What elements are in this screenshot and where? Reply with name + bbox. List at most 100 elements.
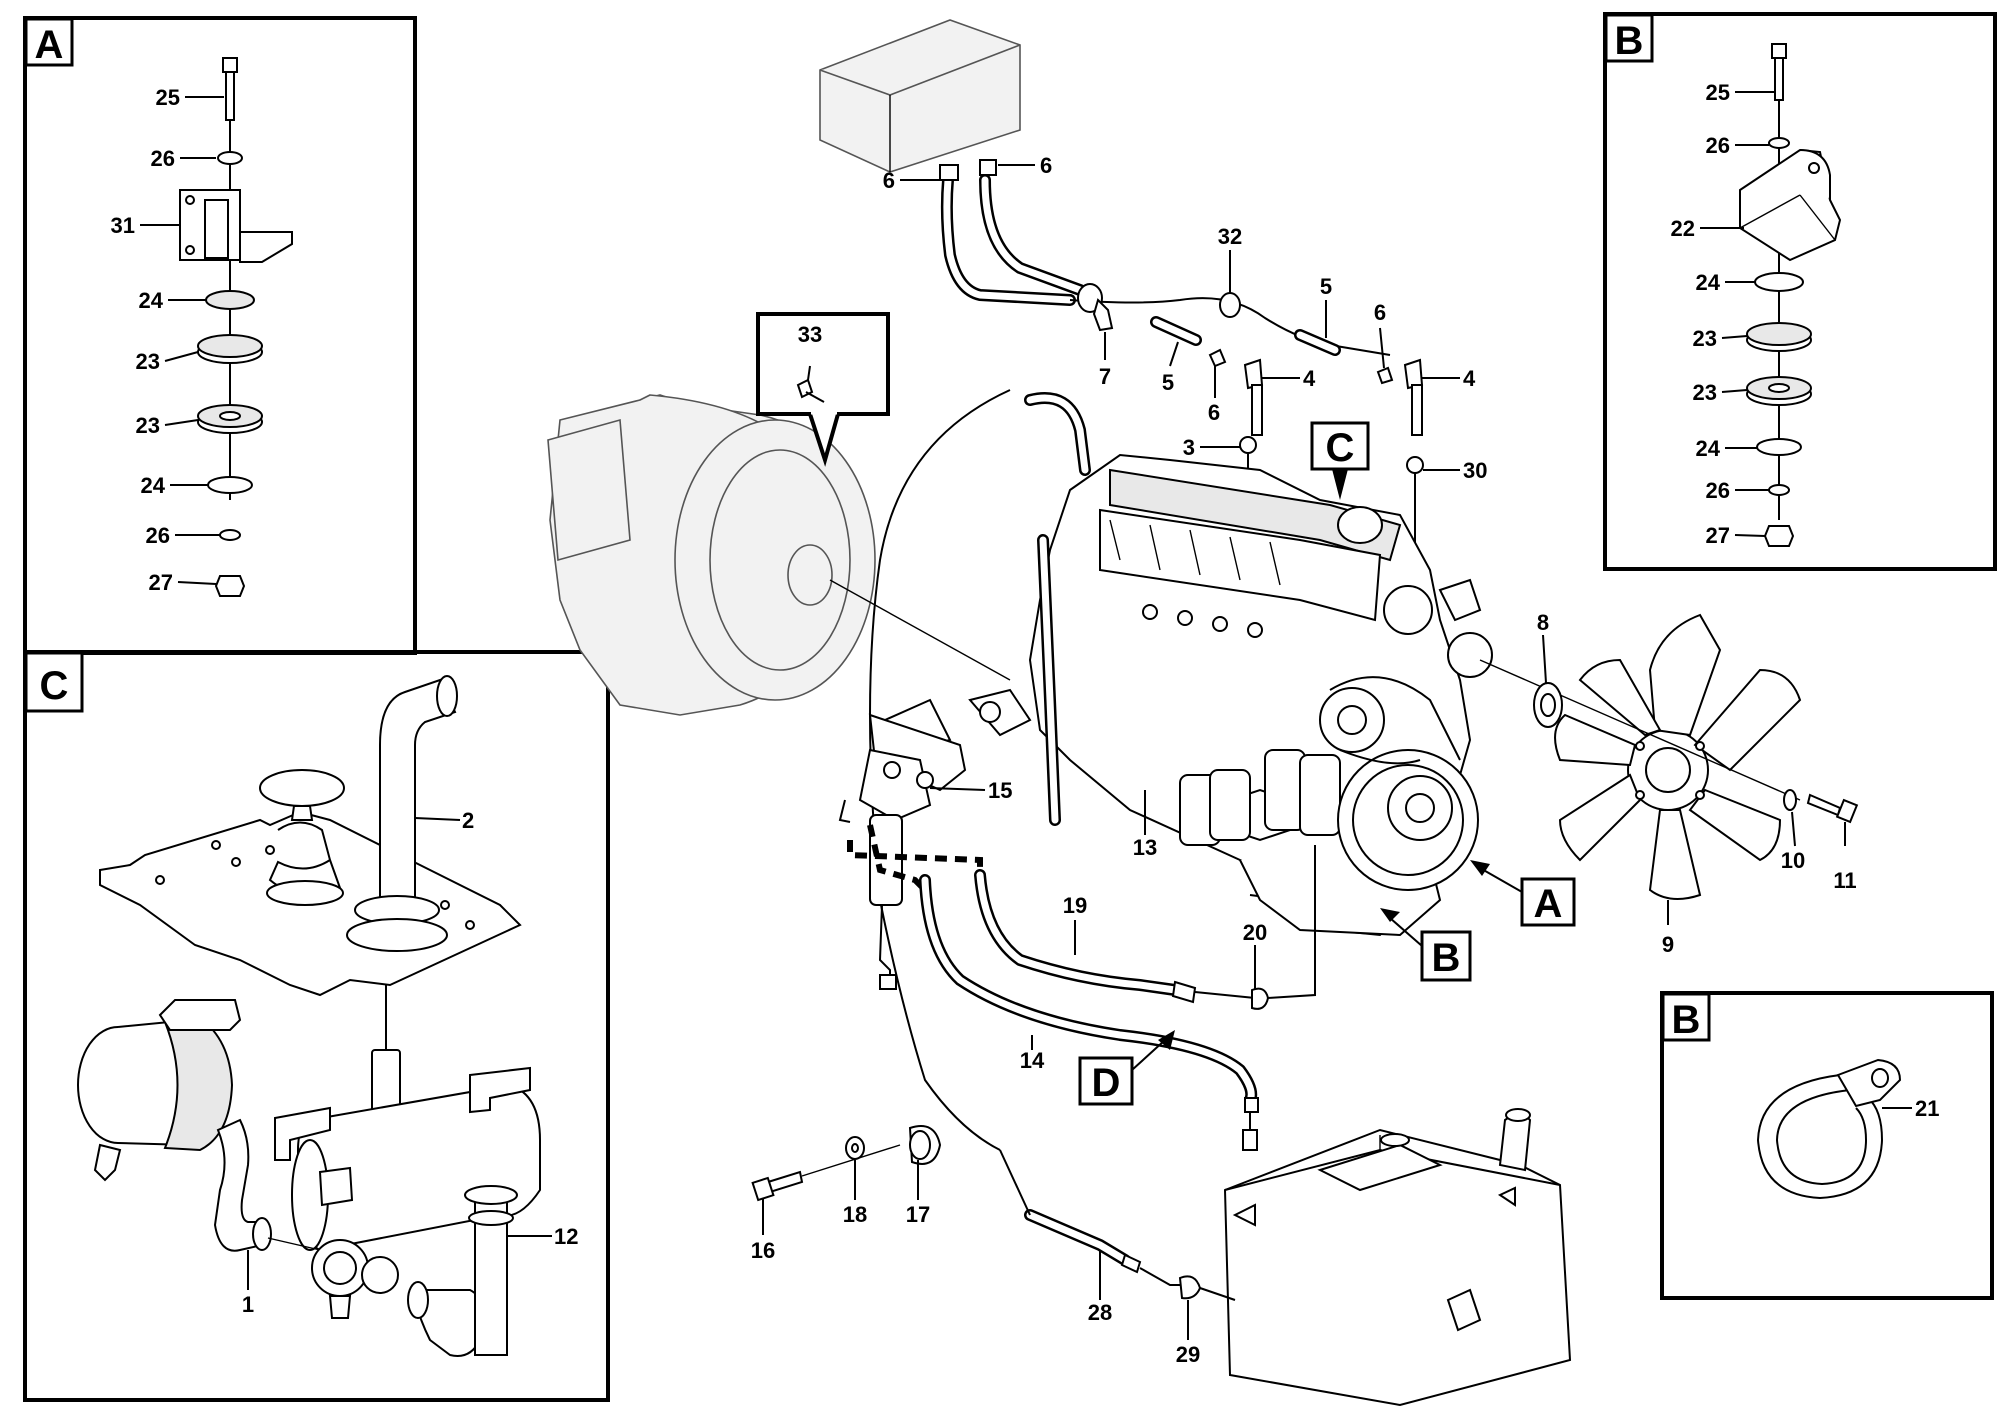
callout-20: 20 <box>1243 920 1267 945</box>
rubber-mount-23 <box>197 334 263 358</box>
callout-2: 2 <box>462 808 474 833</box>
callout-33-box <box>756 312 890 416</box>
inset-a: A 25 26 31 24 23 23 <box>23 16 417 655</box>
callout-27: 27 <box>149 570 173 595</box>
washer-10 <box>1783 789 1797 811</box>
sensor-3 <box>1239 436 1257 454</box>
fitting-4a <box>1243 358 1264 390</box>
clamp-6 <box>1208 348 1227 368</box>
nut-b <box>1763 525 1795 547</box>
callout-b-26: 26 <box>1706 133 1730 158</box>
fuel-tank <box>1223 1108 1572 1407</box>
view-label-d: D <box>1078 1030 1175 1106</box>
rubber-pad-24 <box>205 290 255 310</box>
inset-c-frame <box>23 650 610 1402</box>
inset-a-label-box <box>24 17 74 67</box>
sensor-30 <box>1406 456 1424 474</box>
callout-b-27: 27 <box>1706 523 1730 548</box>
fan-hub <box>1447 632 1493 678</box>
callout-21: 21 <box>1915 1096 1939 1121</box>
callout-b-26b: 26 <box>1706 478 1730 503</box>
callout-8: 8 <box>1537 610 1549 635</box>
callout-12: 12 <box>554 1224 578 1249</box>
callout-32: 32 <box>1218 224 1242 249</box>
callout-5b: 5 <box>1162 370 1174 395</box>
inset-b-label: B <box>1615 19 1644 63</box>
callout-1: 1 <box>242 1292 254 1317</box>
inset-b-clamp-label: B <box>1672 998 1701 1042</box>
callout-18: 18 <box>843 1202 867 1227</box>
callout-13: 13 <box>1133 835 1157 860</box>
washer-26 <box>219 529 241 541</box>
svg-text:C: C <box>1326 426 1355 470</box>
callout-19: 19 <box>1063 893 1087 918</box>
callout-15: 15 <box>988 778 1012 803</box>
nut-27 <box>214 575 246 597</box>
inset-b-frame <box>1603 12 1997 571</box>
callout-9: 9 <box>1662 932 1674 957</box>
callout-28: 28 <box>1088 1300 1112 1325</box>
fitting-4b <box>1403 358 1424 390</box>
bolt-11 <box>1806 793 1842 817</box>
callout-33: 33 <box>798 322 822 347</box>
mount-23 <box>1746 322 1812 346</box>
callout-16: 16 <box>751 1238 775 1263</box>
callout-10: 10 <box>1781 848 1805 873</box>
view-label-b: B <box>1380 908 1472 982</box>
bolt-shank <box>225 71 235 121</box>
inset-b-clamp: B 21 <box>1660 991 1994 1300</box>
view-label-c: C <box>1310 421 1370 500</box>
fitting-20 <box>1251 987 1270 1010</box>
engine-block <box>882 453 1493 937</box>
cooling-fan <box>1554 613 1802 900</box>
washer-b <box>1768 137 1790 149</box>
air-filter-body <box>163 1016 234 1152</box>
bolt-16 <box>766 1170 804 1194</box>
callout-4b: 4 <box>1463 366 1476 391</box>
callout-17: 17 <box>906 1202 930 1227</box>
callout-30: 30 <box>1463 458 1487 483</box>
callout-25: 25 <box>156 85 180 110</box>
callout-3: 3 <box>1183 435 1195 460</box>
washer <box>217 151 243 165</box>
callout-29: 29 <box>1176 1342 1200 1367</box>
callout-b-25: 25 <box>1706 80 1730 105</box>
callout-5a: 5 <box>1320 274 1332 299</box>
callout-b-23: 23 <box>1693 326 1717 351</box>
fuel-prefilter-15: 15 <box>838 713 1012 990</box>
callout-6d: 6 <box>1208 400 1220 425</box>
callout-26: 26 <box>151 146 175 171</box>
callout-6b: 6 <box>1040 153 1052 178</box>
inset-b-label-box <box>1604 13 1654 63</box>
washer-24 <box>207 476 253 494</box>
callout-24b: 24 <box>141 473 166 498</box>
callout-14: 14 <box>1020 1048 1045 1073</box>
callout-b-24: 24 <box>1696 270 1721 295</box>
precleaner-cap <box>259 769 345 807</box>
main-diagram: 33 <box>547 19 1859 1407</box>
clamp-hole <box>1871 1068 1889 1088</box>
callout-31: 31 <box>111 213 135 238</box>
callout-6c: 6 <box>1374 300 1386 325</box>
callout-b-22: 22 <box>1671 216 1695 241</box>
view-label-a: A <box>1470 860 1576 927</box>
bolt-head <box>222 57 238 73</box>
callout-b-23b: 23 <box>1693 380 1717 405</box>
inset-a-label: A <box>35 23 64 67</box>
flywheel-housing <box>547 394 876 716</box>
callout-23b: 23 <box>136 413 160 438</box>
callout-11: 11 <box>1833 868 1856 893</box>
inset-c: C 2 1 <box>23 650 610 1402</box>
elbow-29 <box>1178 1275 1202 1300</box>
callout-24: 24 <box>139 288 164 313</box>
inset-b-clamp-frame <box>1660 991 1994 1300</box>
inset-b-mount: B 25 26 22 24 23 23 24 26 <box>1603 12 1997 571</box>
pad-24 <box>1754 272 1804 292</box>
svg-text:A: A <box>1534 882 1563 926</box>
tank-access-cover <box>1317 1143 1443 1192</box>
callout-23: 23 <box>136 349 160 374</box>
callout-b-24b: 24 <box>1696 436 1721 461</box>
callout-6a: 6 <box>883 168 895 193</box>
